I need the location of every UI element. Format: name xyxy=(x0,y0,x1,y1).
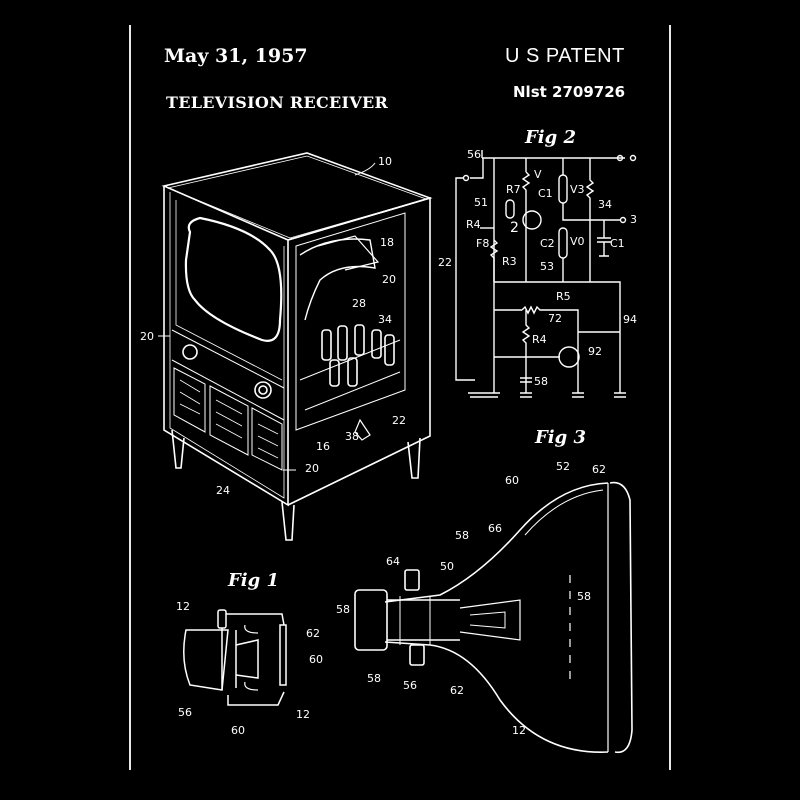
left-border-line xyxy=(129,25,131,770)
fig2-circuit-drawing xyxy=(455,150,637,398)
fig2-label-34: 34 xyxy=(598,198,612,211)
fig2-label-58: 58 xyxy=(534,375,548,388)
fig3-label-60: 60 xyxy=(505,474,519,487)
fig1-drawing xyxy=(183,609,287,706)
label-20b: 20 xyxy=(140,330,154,343)
label-22: 22 xyxy=(392,414,406,427)
fig3-caption: Fig 3 xyxy=(535,427,586,448)
fig3-label-58a: 58 xyxy=(455,529,469,542)
fig2-label-53: 53 xyxy=(540,260,554,273)
label-18: 18 xyxy=(380,236,394,249)
fig2-label-92: 92 xyxy=(588,345,602,358)
fig2-label-f8: F8 xyxy=(476,237,490,250)
fig2-label-22: 22 xyxy=(438,256,452,269)
fig2-label-56: 56 xyxy=(467,148,481,161)
fig2-label-c1: C1 xyxy=(538,187,553,200)
fig1-label-12a: 12 xyxy=(176,600,190,613)
fig2-label-2: 2 xyxy=(510,220,519,236)
label-28: 28 xyxy=(352,297,366,310)
fig3-label-58d: 58 xyxy=(367,672,381,685)
label-34: 34 xyxy=(378,313,392,326)
fig2-label-r7: R7 xyxy=(506,183,521,196)
fig1-label-60b: 60 xyxy=(231,724,245,737)
fig2-label-c2: C2 xyxy=(540,237,555,250)
fig1-label-62: 62 xyxy=(306,627,320,640)
label-20c: 20 xyxy=(305,462,319,475)
fig3-label-62: 62 xyxy=(592,463,606,476)
fig2-label-94: 94 xyxy=(623,313,637,326)
fig3-label-12: 12 xyxy=(512,724,526,737)
label-10: 10 xyxy=(378,155,392,168)
fig3-drawing xyxy=(354,481,633,754)
patent-date: May 31, 1957 xyxy=(164,45,308,67)
patent-number: Nlst 2709726 xyxy=(513,83,626,101)
fig3-label-66: 66 xyxy=(488,522,502,535)
fig3-label-52: 52 xyxy=(556,460,570,473)
fig2-label-51: 51 xyxy=(474,196,488,209)
fig3-label-62b: 62 xyxy=(450,684,464,697)
fig2-label-r3: R3 xyxy=(502,255,517,268)
fig2-label-c1b: C1 xyxy=(610,237,625,250)
fig2-label-r4b: R4 xyxy=(532,333,547,346)
fig3-label-50: 50 xyxy=(440,560,454,573)
label-24: 24 xyxy=(216,484,230,497)
fig1-label-56: 56 xyxy=(178,706,192,719)
right-border-line xyxy=(669,25,671,770)
tv-cabinet-drawing xyxy=(158,152,433,541)
fig2-caption: Fig 2 xyxy=(525,127,576,148)
fig2-label-3: 3 xyxy=(630,213,637,226)
patent-label: U S PATENT xyxy=(505,45,625,67)
fig3-label-58c: 58 xyxy=(336,603,350,616)
fig2-label-v3: V3 xyxy=(570,183,585,196)
fig2-label-v: V xyxy=(534,168,542,181)
fig2-label-v0: V0 xyxy=(570,235,585,248)
label-38: 38 xyxy=(345,430,359,443)
fig2-label-72: 72 xyxy=(548,312,562,325)
fig2-label-r4: R4 xyxy=(466,218,481,231)
fig3-label-56: 56 xyxy=(403,679,417,692)
fig3-label-58b: 58 xyxy=(577,590,591,603)
fig1-label-60a: 60 xyxy=(309,653,323,666)
fig1-caption: Fig 1 xyxy=(228,570,279,591)
label-16: 16 xyxy=(316,440,330,453)
label-20a: 20 xyxy=(382,273,396,286)
fig3-label-64: 64 xyxy=(386,555,400,568)
fig1-label-12b: 12 xyxy=(296,708,310,721)
patent-title: TELEVISION RECEIVER xyxy=(166,93,389,112)
fig2-label-r5: R5 xyxy=(556,290,571,303)
